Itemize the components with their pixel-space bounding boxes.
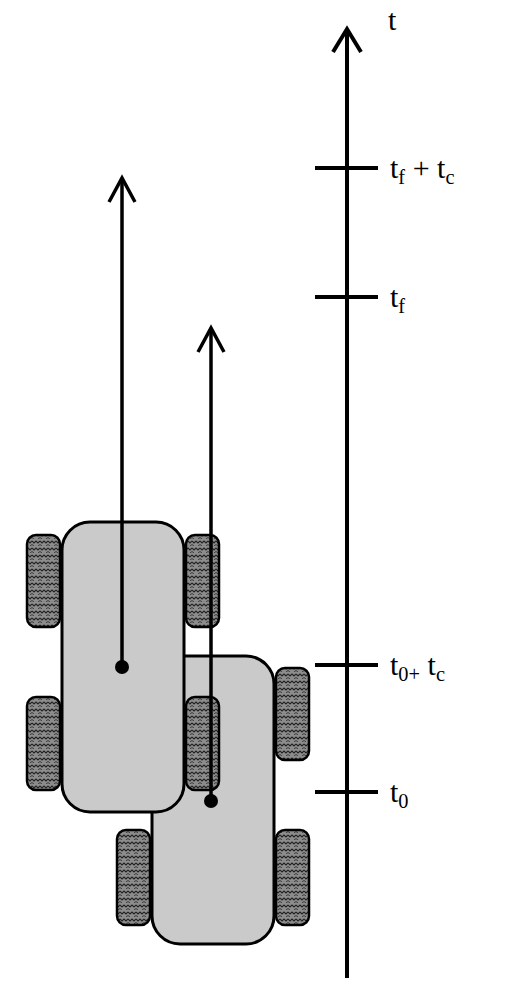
time-label: t0+ tc — [390, 647, 445, 683]
tick — [315, 166, 378, 170]
time-label: tf + tc — [390, 150, 454, 186]
axis-arrowhead — [333, 29, 361, 52]
time-label: tf — [390, 279, 405, 315]
tick — [315, 663, 378, 667]
arrow-line — [209, 330, 213, 800]
tick — [315, 790, 378, 794]
wheel — [276, 668, 309, 760]
arrowhead — [109, 178, 135, 202]
velocity-arrow — [109, 178, 135, 667]
axis-label: t — [388, 2, 396, 38]
time-axis — [315, 29, 378, 978]
arrowhead — [198, 328, 224, 352]
center-dot — [115, 660, 129, 674]
center-dot — [204, 794, 218, 808]
wheel — [117, 830, 150, 925]
arrow-line — [120, 180, 124, 667]
axis-line — [345, 30, 349, 978]
wheel — [186, 535, 219, 627]
wheel — [27, 697, 60, 790]
wheel — [186, 697, 219, 790]
time-label: t0 — [390, 774, 409, 810]
wheel — [276, 830, 309, 925]
tick — [315, 295, 378, 299]
velocity-arrow — [198, 328, 224, 800]
wheel — [27, 535, 60, 627]
